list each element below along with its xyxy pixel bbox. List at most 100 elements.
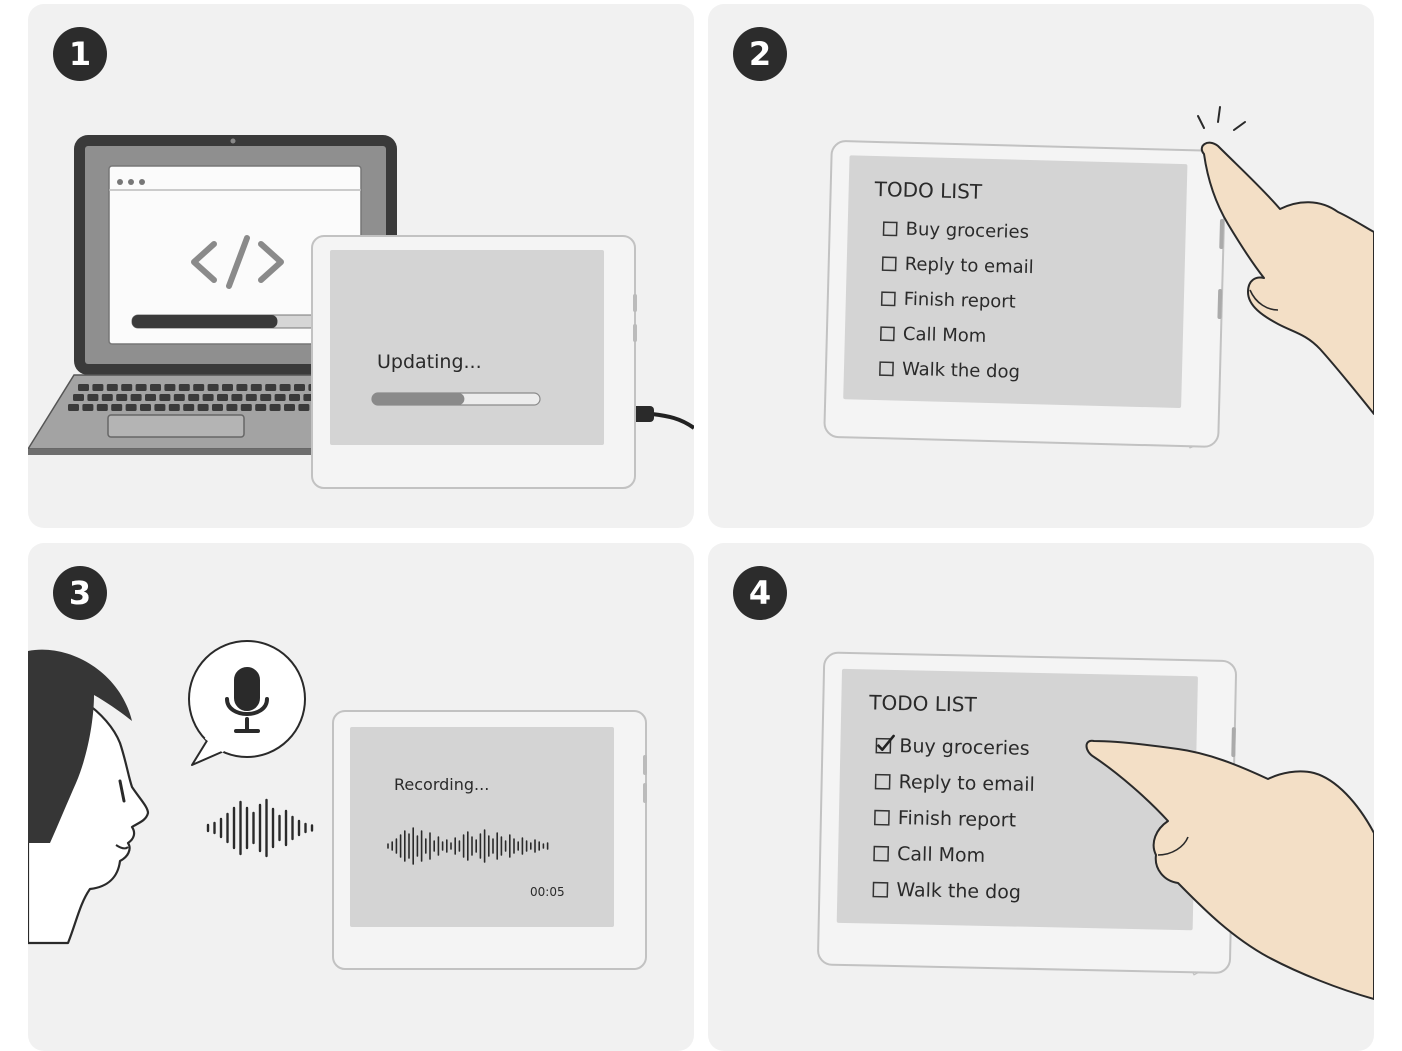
keyboard-key [130,394,142,401]
keyboard-key [106,384,118,391]
step-panel-1: Updating... 1 [28,4,694,528]
device-side-button [1217,289,1223,320]
keyboard-key [279,384,291,391]
pointing-hand [1085,739,1374,1000]
laptop-progress-fill [132,315,278,328]
laptop-trackpad [107,414,245,438]
device-progress-fill [372,393,465,405]
step-number-badge: 2 [733,27,787,81]
person-mouth [115,844,129,850]
keyboard-key [212,404,223,411]
person-eye [118,779,126,803]
keyboard-key [154,404,166,411]
eink-screen [350,727,614,927]
keyboard-key [255,404,267,411]
microphone-icon [225,667,269,733]
checkbox-icon[interactable] [873,845,890,862]
pointing-hand [1200,141,1374,415]
step-panel-3: Recording... 00:05 3 [28,543,694,1051]
todo-item[interactable]: Buy groceries [875,734,1030,760]
keyboard-key [140,404,151,411]
keyboard-key [164,384,176,391]
keyboard-key [135,384,147,391]
window-dot-icon [128,179,134,185]
keyboard-key [231,394,243,401]
checkmark-icon [877,734,895,752]
todo-item-label: Reply to email [898,771,1035,796]
todo-item[interactable]: Walk the dog [872,879,1021,904]
recording-label: Recording... [394,775,489,794]
usb-cable [651,412,694,430]
keyboard-key [68,404,79,411]
todo-item[interactable]: Reply to email [874,771,1035,796]
person-hair [28,649,132,843]
eink-screen [836,668,1198,931]
keyboard-key [217,394,228,401]
code-brackets-icon [191,235,284,289]
device-side-button [1219,219,1224,250]
window-dot-icon [139,179,145,185]
keyboard-key [197,404,209,411]
checkbox-icon[interactable] [874,773,891,790]
todo-item[interactable]: Finish report [874,807,1017,832]
checkbox-icon[interactable] [875,737,892,754]
keyboard-key [260,394,272,401]
keyboard-key [183,404,195,411]
keyboard-key [236,384,248,391]
todo-item[interactable]: Reply to email [881,253,1034,278]
checkbox-icon[interactable] [879,361,894,377]
todo-item-label: Walk the dog [896,879,1021,904]
keyboard-key [92,384,104,391]
device-side-button [643,783,647,803]
recording-timer: 00:05 [530,885,565,899]
checkbox-icon[interactable] [881,256,897,272]
tap-indicator-icon [1197,106,1246,131]
keyboard-key [178,384,190,391]
device-side-button [643,755,647,775]
checkbox-icon[interactable] [882,221,898,237]
checkbox-icon[interactable] [874,809,890,826]
laptop-camera [230,138,236,144]
keyboard-key [173,394,185,401]
keyboard-key [121,384,133,391]
keyboard-key [222,384,233,391]
window-dot-icon [117,179,123,185]
keyboard-key [78,384,89,391]
step-number-badge: 3 [53,566,107,620]
keyboard-key [294,384,305,391]
checkbox-icon[interactable] [880,291,896,307]
checkbox-icon[interactable] [872,881,889,898]
device-side-button [633,294,637,312]
keyboard-key [207,384,219,391]
todo-item-label: Call Mom [903,324,987,347]
updating-label: Updating... [377,351,482,373]
todo-item-label: Finish report [904,289,1016,313]
keyboard-key [265,384,277,391]
todo-item[interactable]: Call Mom [879,323,987,347]
todo-item[interactable]: Call Mom [873,843,985,867]
todo-item[interactable]: Finish report [880,288,1016,313]
keyboard-key [226,404,238,411]
keyboard-key [240,404,252,411]
device-side-button [633,324,637,342]
keyboard-key [82,404,94,411]
eink-screen [843,155,1188,408]
todo-item-label: Reply to email [904,254,1034,278]
device-side-button [1231,727,1236,758]
keyboard-key [111,404,123,411]
keyboard-key [193,384,205,391]
recording-waveform [387,827,549,865]
todo-item-label: Call Mom [897,843,985,867]
eink-screen [330,250,604,445]
todo-title: TODO LIST [873,177,983,204]
todo-item[interactable]: Buy groceries [882,218,1029,243]
keyboard-key [269,404,281,411]
keyboard-key [245,394,257,401]
checkbox-icon[interactable] [879,326,895,342]
keyboard-key [125,404,137,411]
sound-wave-icon [206,798,314,858]
todo-item[interactable]: Walk the dog [879,358,1020,383]
keyboard-key [96,404,108,411]
